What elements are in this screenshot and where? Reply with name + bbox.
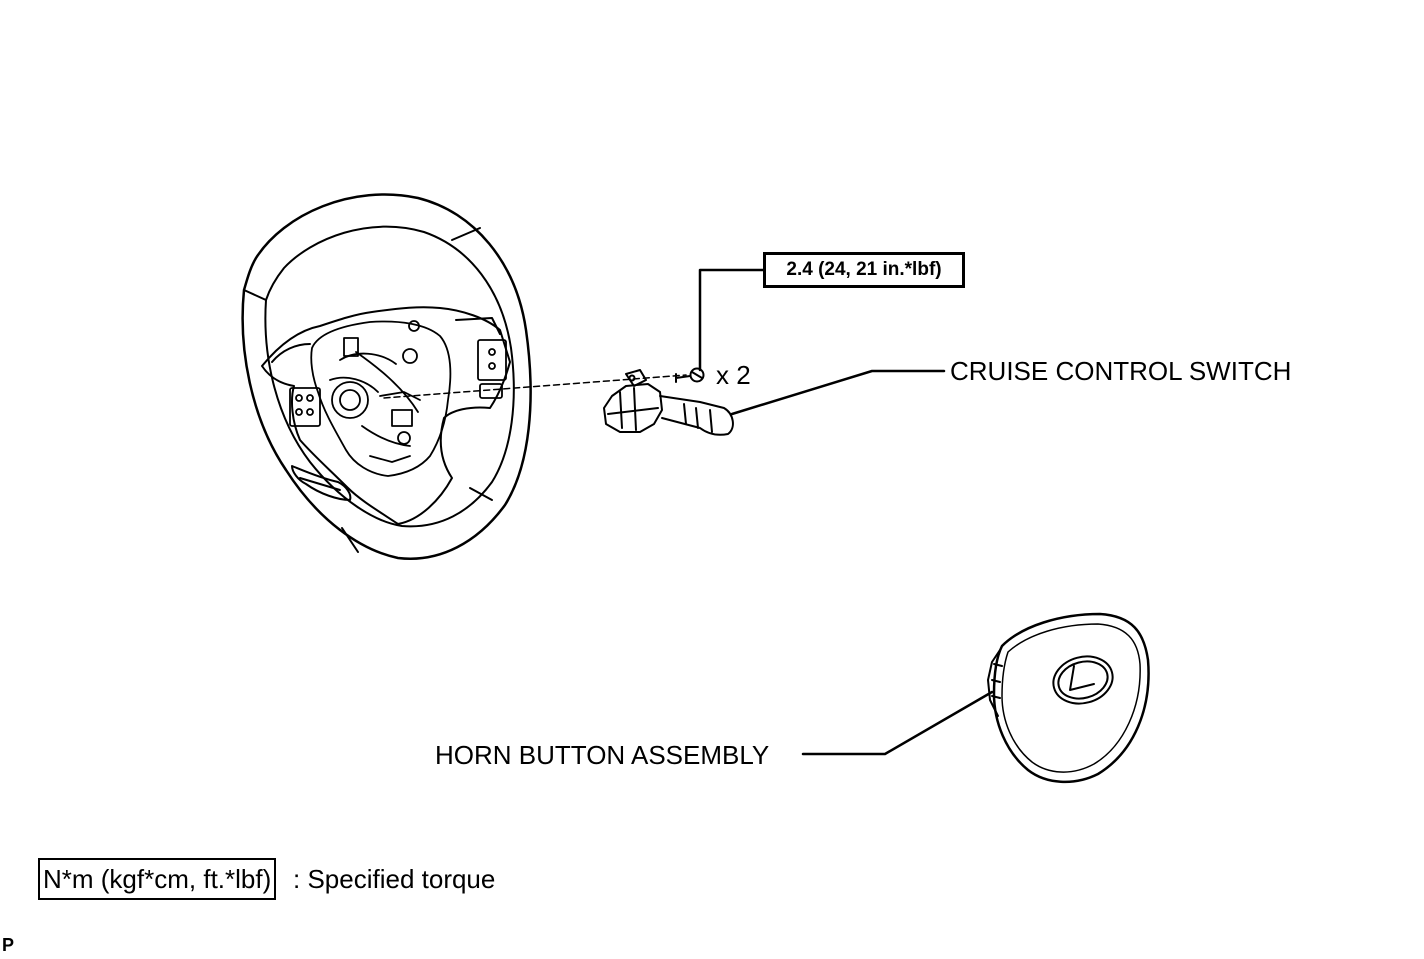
steering-wheel [241, 193, 532, 560]
lexus-emblem [1052, 655, 1114, 705]
torque-leader-line [698, 268, 765, 372]
horn-button-leader-line [801, 690, 994, 756]
bolt-quantity-label: x 2 [716, 360, 751, 390]
cruise-control-switch-part [603, 369, 734, 436]
cruise-control-switch-leader-line [730, 369, 946, 416]
horn-button-assembly-part [987, 612, 1150, 784]
installation-alignment-line [383, 374, 687, 399]
steering-switch-left [289, 387, 321, 427]
cruise-control-switch-label: CRUISE CONTROL SWITCH [950, 356, 1292, 386]
horn-button-assembly-label: HORN BUTTON ASSEMBLY [435, 740, 770, 770]
page-code: P [2, 935, 15, 955]
steering-wheel-spokes [261, 306, 511, 525]
torque-spec-box: 2.4 (24, 21 in.*lbf) [763, 252, 965, 288]
torque-unit-legend-box: N*m (kgf*cm, ft.*lbf) [38, 858, 277, 900]
steering-wheel-hub [310, 320, 452, 477]
torque-legend-description: : Specified torque [293, 864, 496, 894]
steering-switch-right [477, 339, 507, 399]
steering-wheel-rim [241, 193, 532, 560]
mounting-bolt [675, 367, 705, 383]
